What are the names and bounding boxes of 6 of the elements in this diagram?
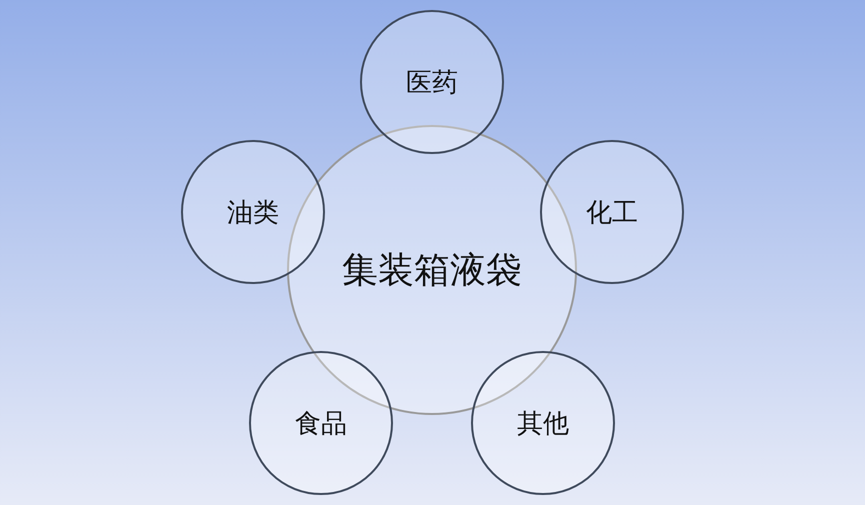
category-label: 其他 xyxy=(517,408,569,440)
category-label: 医药 xyxy=(406,66,458,100)
category-label: 化工 xyxy=(586,196,638,230)
category-label: 食品 xyxy=(295,408,347,440)
center-label: 集装箱液袋 xyxy=(342,248,522,292)
category-label: 油类 xyxy=(227,196,279,230)
